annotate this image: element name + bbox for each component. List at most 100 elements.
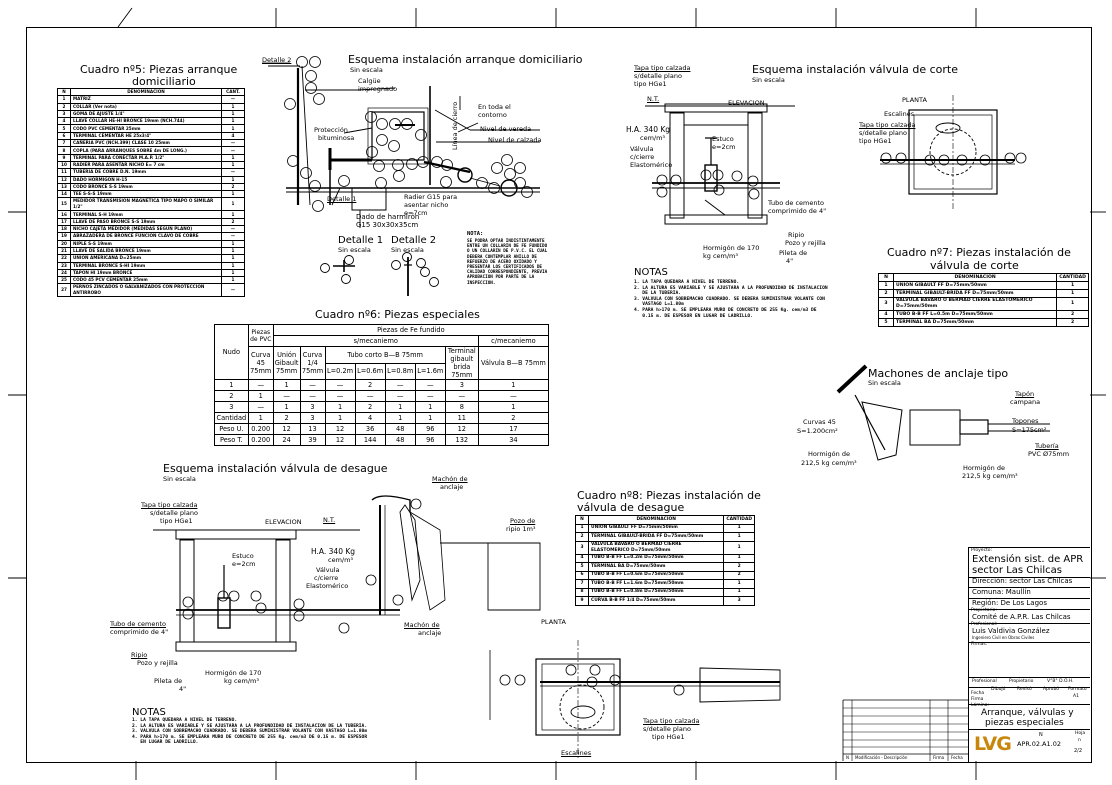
table-cell: LLAVE COLLAR HE-HI BRONCE 19mm (NCH.744): [70, 117, 222, 126]
corte-tipo: tipo HGe1: [634, 80, 667, 88]
corte-cuatro: 4": [786, 257, 794, 265]
table-cell: —: [299, 379, 326, 391]
tb-lamina-line1: Arranque, válvulas y: [981, 708, 1074, 718]
note-line: 1. LA TAPA QUEDARA A NIVEL DE TERRENO.: [634, 280, 740, 285]
table-cell: 13: [57, 182, 71, 192]
table-cell: Peso U.: [214, 423, 249, 435]
corte-title: Esquema instalación válvula de corte: [752, 63, 958, 76]
table-cell: 1: [723, 579, 755, 589]
corte-pozo: Pozo y rejilla: [785, 239, 826, 247]
table-cell: 2: [354, 379, 386, 391]
desague-planta: PLANTA: [541, 618, 566, 626]
table-cell: TUBO B-B FF L=0.6m D=75mm/50mm: [587, 570, 725, 580]
table-cell: 12: [324, 423, 356, 435]
table-cell: 15: [57, 197, 71, 212]
cuadro8-header-cell: CANTIDAD: [723, 515, 755, 525]
table-cell: 27: [57, 283, 71, 298]
note-line: 2. LA ALTURA ES VARIABLE Y SE AJUSTARA A…: [634, 285, 828, 291]
tb-n-label: N: [1039, 732, 1043, 738]
cuadro6-table: Nudo Piezas de PVC Piezas de Fe fundido …: [214, 324, 550, 446]
table-cell: TUBO B-B FF L=0.2m D=75mm/50mm: [587, 553, 725, 563]
table-cell: —: [414, 390, 446, 402]
table-cell: 1: [272, 401, 301, 413]
table-cell: 6: [575, 570, 589, 580]
table-cell: 1: [221, 109, 245, 119]
arranque-scale: Sin escala: [350, 66, 383, 74]
table-cell: —: [444, 390, 479, 402]
note-line: SE PODRA OPTAR INDISTINTAMENTE: [467, 239, 545, 244]
corte-planta: PLANTA: [902, 96, 927, 104]
arranque-title: Esquema instalación arranque domiciliari…: [348, 53, 583, 66]
note-line: DE LA TUBERIA.: [634, 291, 682, 297]
table-cell: 1: [723, 587, 755, 597]
corte-hormigon: Hormigón de 170: [703, 244, 760, 252]
table-cell: —: [221, 232, 245, 241]
table-cell: TERMINAL PARA CONECTAR M.A.P. 1/2": [70, 153, 222, 162]
table-cell: —: [221, 139, 245, 148]
detalle1-title: Detalle 1: [338, 235, 384, 246]
c6-h-fe: Piezas de Fe fundido: [272, 324, 550, 336]
note-line: 3. VALVULA CON SOBREMACHO CUADRADO. SE D…: [132, 729, 368, 735]
tb-firmas-row: Firmas:: [969, 642, 1090, 678]
table-cell: 1: [723, 553, 755, 563]
table-cell: —: [221, 168, 245, 177]
tb-hoja-label: Hoja: [1075, 731, 1086, 736]
table-cell: 25: [57, 276, 71, 285]
corte-elevacion: ELEVACION: [728, 99, 765, 107]
table-cell: 1: [272, 379, 301, 391]
machones-topones: Topones: [1012, 417, 1039, 425]
table-cell: 1: [221, 102, 245, 111]
table-cell: 3: [575, 540, 589, 555]
table-cell: 1: [221, 175, 245, 184]
table-cell: 2: [57, 102, 71, 111]
table-cell: NICHO CAJETA MEDIDOR (MEDIDAS SEGUN PLAN…: [70, 225, 222, 234]
table-cell: 20: [57, 239, 71, 248]
corte-comprimido: comprimido de 4": [768, 207, 827, 215]
table-cell: UNION GIBAULT FF D=75mm/50mm: [587, 523, 725, 533]
table-cell: 19: [57, 232, 71, 241]
table-cell: 7: [57, 139, 71, 148]
corte-planta-tapa: Tapa tipo calzada: [859, 121, 916, 129]
table-cell: 11: [57, 168, 71, 177]
table-cell: 2: [1056, 310, 1089, 319]
tb-propietario: Comité de A.P.R. Las Chilcas: [972, 613, 1071, 621]
table-cell: 2: [354, 401, 386, 413]
table-cell: 34: [477, 434, 550, 446]
table-cell: 3: [723, 596, 755, 606]
tb-profesion: Ingeniero Civil en Obras Civiles: [972, 635, 1035, 640]
tb-reviso: Revisó: [1017, 687, 1032, 692]
table-cell: 1: [221, 254, 245, 263]
table-cell: VALVULA BAVARO O BERMAD CIERRE ELASTOMER…: [587, 540, 725, 555]
table-cell: 4: [354, 412, 386, 424]
table-cell: 12: [324, 434, 356, 446]
table-cell: 24: [272, 434, 301, 446]
corte-kg: kg cem/m³: [703, 252, 738, 260]
note-line: 3. VALVULA CON SOBREMACHO CUADRADO. SE D…: [634, 296, 825, 302]
desague-machon2: Machón de: [404, 621, 440, 629]
tb-proyecto-row: Proyecto: Extensión sist. de APR sector …: [969, 548, 1090, 578]
table-cell: 48: [384, 423, 416, 435]
table-cell: 3: [299, 412, 326, 424]
table-cell: 9: [57, 153, 71, 162]
table-cell: 16: [57, 210, 71, 219]
table-cell: —: [414, 379, 446, 391]
table-cell: 2: [878, 289, 894, 298]
table-cell: LLAVE DE SALIDA BRONCE 19mm: [70, 246, 222, 256]
desague-tapa: Tapa tipo calzada: [141, 501, 198, 509]
tb-profesional-row: Profesional: Luis Valdivia González Inge…: [969, 622, 1090, 643]
table-cell: 1: [384, 412, 416, 424]
tb-region: Región: De Los Lagos: [972, 599, 1047, 607]
note-line: INSPECCION.: [467, 280, 496, 286]
table-cell: 96: [414, 423, 446, 435]
desague-valvula: Válvula: [316, 566, 340, 574]
